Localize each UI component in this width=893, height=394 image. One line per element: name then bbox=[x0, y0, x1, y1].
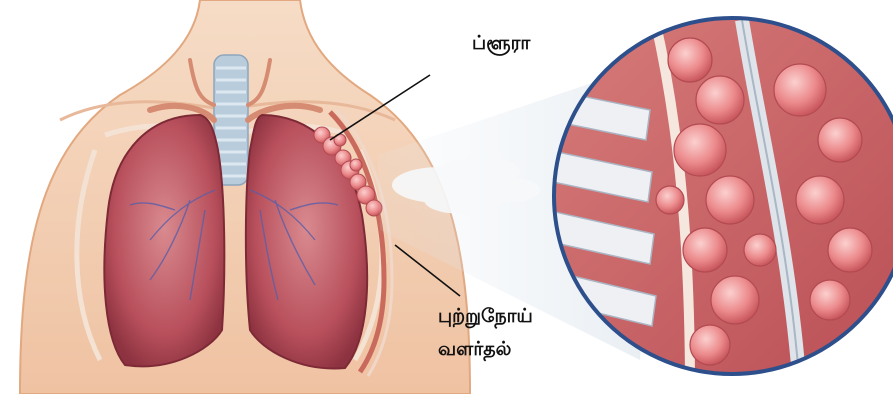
cancer-growth-label: புற்றுநோய் வளர்தல் bbox=[438, 300, 533, 366]
cancer-growth-label-line2: வளர்தல் bbox=[438, 333, 533, 366]
pleura-label: ப்ளூரா bbox=[472, 32, 530, 57]
cancer-growth-label-line1: புற்றுநோய் bbox=[438, 300, 533, 333]
